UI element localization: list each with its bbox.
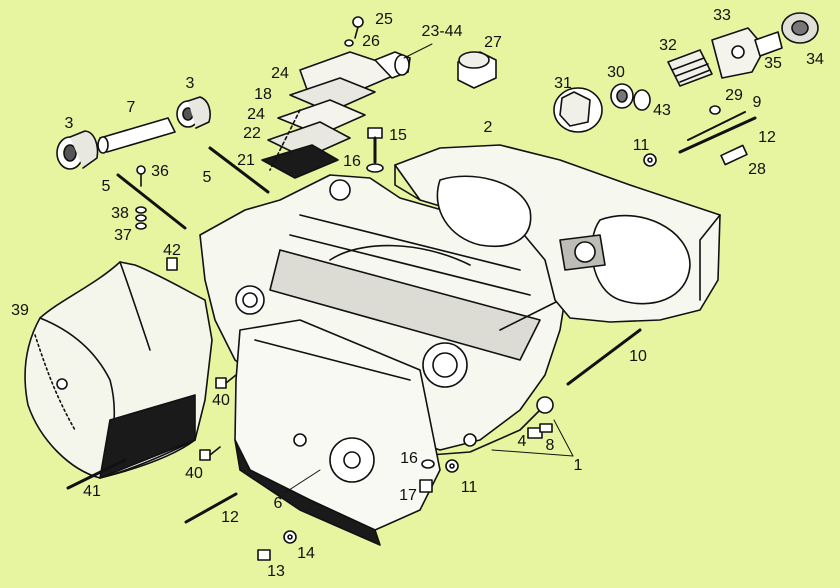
- callout-26: 26: [362, 33, 380, 50]
- callout-7: 7: [126, 99, 136, 116]
- bolt-12-right: [687, 111, 746, 141]
- callout-39: 39: [11, 302, 29, 319]
- callout-3-left: 3: [64, 115, 74, 132]
- leader-lines: [285, 43, 574, 493]
- callout-4: 4: [517, 433, 527, 450]
- callout-37: 37: [114, 227, 132, 244]
- callout-42: 42: [163, 242, 181, 259]
- bolt-9: [678, 116, 757, 154]
- bolt-13: [257, 549, 271, 561]
- bolt-40-upper: [215, 374, 237, 389]
- callout-33: 33: [713, 7, 731, 24]
- washer-16-bottom: [421, 459, 435, 469]
- callout-35: 35: [764, 55, 782, 72]
- callout-17: 17: [399, 487, 417, 504]
- callout-25: 25: [375, 11, 393, 28]
- callout-5-left: 5: [101, 178, 111, 195]
- intake-stack-18-24: [262, 52, 395, 178]
- callout-36: 36: [151, 163, 169, 180]
- callout-30: 30: [607, 64, 625, 81]
- bolt-41: [66, 458, 127, 490]
- nut-11-top: [643, 153, 657, 167]
- callout-23-44: 23-44: [421, 23, 463, 40]
- callout-6: 6: [273, 495, 283, 512]
- callout-27: 27: [484, 34, 502, 51]
- callout-13: 13: [267, 563, 285, 580]
- callout-16-top: 16: [343, 153, 361, 170]
- callout-41: 41: [83, 483, 101, 500]
- spring-35: [755, 32, 782, 56]
- callout-1: 1: [573, 457, 583, 474]
- callout-40-lower: 40: [185, 465, 203, 482]
- callout-21: 21: [237, 152, 255, 169]
- bolt-25-washer-26: [344, 16, 364, 47]
- ring-3-right: [177, 97, 210, 128]
- pin-8: [539, 423, 553, 433]
- stud-5-right: [208, 146, 270, 194]
- callout-31: 31: [554, 75, 572, 92]
- callout-9: 9: [752, 94, 762, 111]
- cap-34: [782, 13, 818, 43]
- callout-38: 38: [111, 205, 129, 222]
- callout-34: 34: [806, 51, 824, 68]
- seal-30-43: [611, 84, 650, 110]
- tube-7: [98, 118, 175, 153]
- bolt-10: [566, 328, 642, 386]
- callout-18: 18: [254, 86, 272, 103]
- callout-24-lower: 24: [247, 106, 265, 123]
- crankcase-right-half-2: [395, 145, 720, 322]
- ring-31: [554, 88, 602, 132]
- plug-17: [419, 479, 433, 493]
- small-parts-36-38: [135, 165, 178, 271]
- callout-29: 29: [725, 87, 743, 104]
- stud-5-left: [116, 173, 187, 230]
- spring-32: [668, 50, 712, 86]
- callout-15: 15: [389, 127, 407, 144]
- callout-28: 28: [748, 161, 766, 178]
- callout-24-top: 24: [271, 65, 289, 82]
- callout-8: 8: [545, 437, 555, 454]
- callout-3-right: 3: [185, 75, 195, 92]
- callout-40-upper: 40: [212, 392, 230, 409]
- callout-32: 32: [659, 37, 677, 54]
- callout-16-bottom: 16: [400, 450, 418, 467]
- bolt-12-bottom: [184, 492, 238, 524]
- clip-29: [709, 105, 721, 115]
- callout-5-right: 5: [202, 169, 212, 186]
- callout-11-top: 11: [632, 137, 650, 154]
- callout-22: 22: [243, 125, 261, 142]
- callout-11-bottom: 11: [460, 479, 478, 496]
- sleeve-27: [458, 52, 496, 88]
- callout-43: 43: [653, 102, 671, 119]
- pin-28: [720, 144, 748, 166]
- cover-plate-6: [235, 320, 440, 545]
- callout-12-bottom: 12: [221, 509, 239, 526]
- bolt-15-washer-16: [366, 127, 384, 173]
- callout-12-right: 12: [758, 129, 776, 146]
- ring-3-left: [57, 131, 98, 169]
- pin-4: [527, 427, 543, 439]
- housing-33: [712, 28, 765, 78]
- callout-2: 2: [483, 119, 493, 136]
- washer-14: [283, 530, 297, 544]
- nut-11-bottom: [445, 459, 459, 473]
- callout-14: 14: [297, 545, 315, 562]
- intake-pipe-23-44: [375, 52, 410, 78]
- side-cover-39: [25, 262, 212, 478]
- bolt-40-lower: [199, 446, 221, 461]
- callout-10: 10: [629, 348, 647, 365]
